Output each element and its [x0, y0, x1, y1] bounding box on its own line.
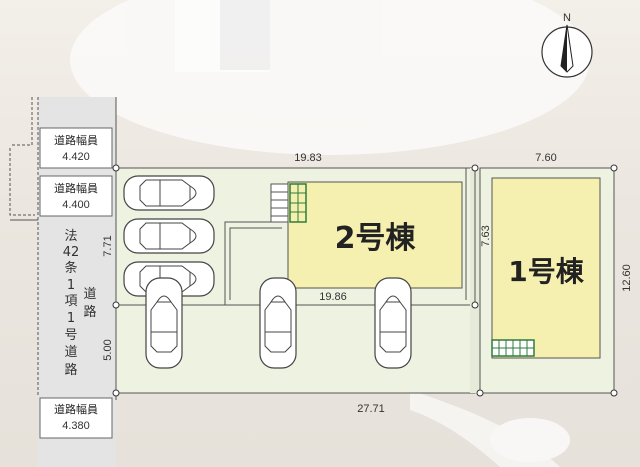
- legal-road-char: 路: [83, 304, 96, 320]
- legal-road-char: 道: [83, 287, 96, 302]
- dim-top-right: 7.60: [535, 152, 556, 164]
- grid-block-1: [491, 339, 535, 357]
- building-2-label: 2号棟: [335, 221, 417, 256]
- road-width-top-title: 道路幅員: [54, 133, 98, 147]
- legal-road-char: 1: [67, 311, 75, 326]
- dim-between-lots: 7.63: [480, 225, 492, 246]
- dim-bottom: 27.71: [357, 403, 385, 415]
- legal-road-char: 42: [63, 245, 80, 260]
- dim-top-left: 19.83: [294, 152, 322, 164]
- car-parking-2: [123, 218, 215, 254]
- road-width-bottom-title: 道路幅員: [54, 402, 98, 416]
- legal-road-char: 道: [64, 345, 77, 360]
- legal-road-char: 1: [67, 278, 75, 293]
- dim-right: 12.60: [621, 264, 633, 292]
- compass-north-label: N: [563, 12, 571, 24]
- road-width-top: 道路幅員 4.420: [39, 127, 113, 169]
- road-width-bottom-value: 4.380: [62, 420, 90, 432]
- car-parking-1: [123, 175, 215, 211]
- car-parking-5: [259, 277, 297, 369]
- legal-road-label: 法 42 条 1 項 1 号 道 路 道 路: [63, 229, 97, 378]
- road-width-mid: 道路幅員 4.400: [39, 175, 113, 217]
- stair-block-2: [270, 183, 307, 223]
- legal-road-char: 号: [64, 328, 77, 343]
- dim-left-lower: 5.00: [102, 339, 114, 360]
- legal-road-char: 項: [64, 294, 77, 309]
- dim-inner-horizontal: 19.86: [319, 291, 347, 303]
- legal-road-char: 法: [64, 229, 77, 244]
- road-width-mid-title: 道路幅員: [54, 181, 98, 195]
- road-width-mid-value: 4.400: [62, 199, 90, 211]
- background-decor: [70, 0, 590, 467]
- dim-left-upper: 7.71: [102, 235, 114, 256]
- road-width-top-value: 4.420: [62, 151, 90, 163]
- building-1: [491, 177, 601, 359]
- legal-road-char: 条: [64, 260, 77, 276]
- car-parking-6: [374, 277, 412, 369]
- road-width-bottom: 道路幅員 4.380: [39, 397, 113, 439]
- building-2: [287, 181, 463, 289]
- building-1-label: 1号棟: [508, 255, 584, 288]
- compass: N: [541, 12, 593, 78]
- car-parking-4: [145, 277, 183, 369]
- legal-road-char: 路: [64, 362, 77, 378]
